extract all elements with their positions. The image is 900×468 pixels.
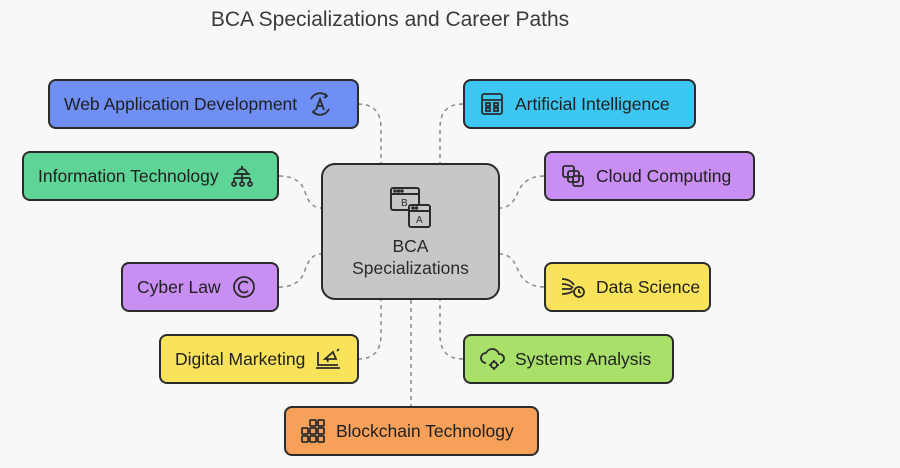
- diagram-title: BCA Specializations and Career Paths: [210, 8, 570, 31]
- node-label: Artificial Intelligence: [515, 93, 670, 114]
- browser-ab-icon: B A: [388, 185, 434, 231]
- node-systems-analysis: Systems Analysis: [463, 334, 674, 384]
- node-information-technology: Information Technology: [22, 151, 279, 201]
- connector-digital: [357, 300, 382, 360]
- cloud-gear-icon: [479, 346, 505, 372]
- node-artificial-intelligence: Artificial Intelligence: [463, 79, 696, 129]
- node-label: Information Technology: [38, 165, 219, 186]
- node-label: Systems Analysis: [515, 348, 652, 369]
- node-label: Digital Marketing: [175, 348, 306, 369]
- connector-it: [278, 175, 322, 209]
- node-label: Cyber Law: [137, 276, 221, 297]
- node-label: Web Application Development: [64, 93, 298, 114]
- node-cloud-computing: Cloud Computing: [544, 151, 755, 201]
- center-label-line2: Specializations: [352, 257, 469, 278]
- center-label-line1: BCA: [392, 235, 429, 256]
- chip-icon: [479, 91, 505, 117]
- center-node: B A BCA Specializations: [321, 163, 500, 300]
- connector-cloud: [499, 175, 545, 209]
- node-label: Blockchain Technology: [336, 420, 514, 441]
- connector-ai: [439, 103, 464, 163]
- node-cyber-law: Cyber Law: [121, 262, 279, 312]
- copy-icon: [560, 163, 586, 189]
- connector-data: [499, 253, 545, 288]
- node-web-application-development: Web Application Development: [48, 79, 359, 129]
- node-label: Data Science: [596, 276, 701, 297]
- network-icon: [229, 163, 255, 189]
- connector-systems: [439, 300, 464, 360]
- blocks-icon: [300, 418, 326, 444]
- data-stream-icon: [560, 274, 586, 300]
- node-blockchain-technology: Blockchain Technology: [284, 406, 539, 456]
- megaphone-laptop-icon: [315, 346, 341, 372]
- connector-web: [357, 103, 382, 163]
- copyright-icon: [231, 274, 257, 300]
- connector-cyber: [278, 253, 322, 288]
- svg-text:A: A: [416, 215, 423, 226]
- node-data-science: Data Science: [544, 262, 711, 312]
- node-digital-marketing: Digital Marketing: [159, 334, 359, 384]
- node-label: Cloud Computing: [596, 165, 732, 186]
- accessibility-icon: [307, 91, 333, 117]
- svg-text:B: B: [401, 198, 408, 209]
